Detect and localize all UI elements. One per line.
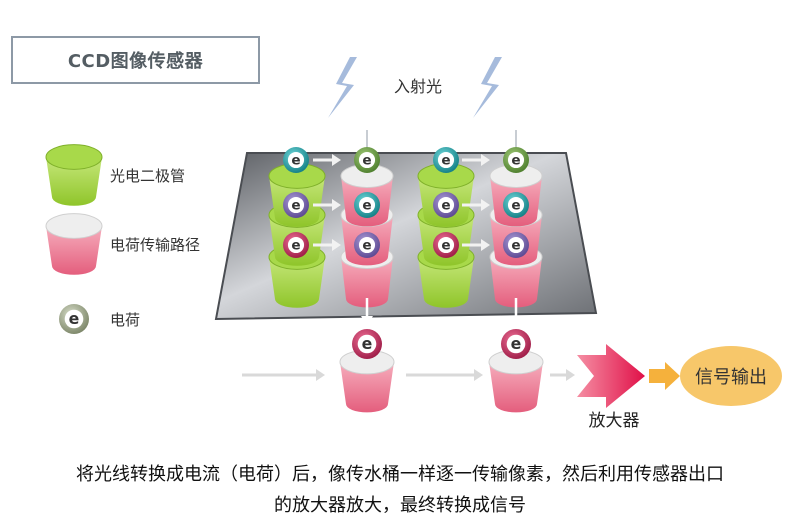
- charge-icon: e: [433, 192, 459, 218]
- svg-text:e: e: [511, 152, 520, 168]
- legend: e: [45, 144, 103, 334]
- svg-text:e: e: [362, 152, 371, 168]
- lightning-right-icon: [473, 57, 502, 118]
- svg-text:e: e: [291, 197, 300, 213]
- charge-icon: e: [283, 232, 309, 258]
- charge-icon: e: [503, 232, 529, 258]
- svg-text:e: e: [441, 152, 450, 168]
- svg-text:e: e: [511, 237, 520, 253]
- charge-icon: e: [501, 329, 531, 359]
- transfer-arrow: [462, 199, 490, 211]
- legend-charge-path-label: 电荷传输路径: [110, 236, 200, 254]
- diagram-title: CCD图像传感器: [67, 51, 204, 72]
- legend-charge-path-icon: [45, 213, 103, 275]
- legend-photodiode-icon: [45, 144, 103, 206]
- svg-text:e: e: [291, 152, 300, 168]
- transfer-down-arrow: [361, 298, 373, 325]
- svg-text:e: e: [441, 237, 450, 253]
- svg-text:e: e: [291, 237, 300, 253]
- charge-icon: e: [354, 232, 380, 258]
- transfer-arrow: [313, 154, 341, 166]
- caption-line-2: 的放大器放大，最终转换成信号: [274, 495, 526, 516]
- transfer-arrows: [313, 154, 522, 325]
- svg-text:e: e: [511, 197, 520, 213]
- amplifier-label: 放大器: [589, 411, 640, 431]
- charge-icon: e: [283, 147, 309, 173]
- legend-charge-icon: e: [59, 304, 89, 334]
- charge-icon: e: [503, 192, 529, 218]
- charge-icon: e: [433, 232, 459, 258]
- transfer-arrow: [462, 239, 490, 251]
- signal-output-bubble: [680, 346, 782, 406]
- title-box: CCD图像传感器: [11, 36, 260, 84]
- charge-icon: e: [352, 329, 382, 359]
- svg-text:e: e: [441, 197, 450, 213]
- register-arrow: [242, 369, 325, 381]
- output-arrow-icon: [649, 362, 680, 390]
- svg-text:e: e: [69, 309, 80, 328]
- transfer-bucket: [489, 164, 543, 227]
- charge-icon: e: [283, 192, 309, 218]
- charge-grid: e e e e e e e e e e e e: [283, 147, 529, 258]
- svg-text:e: e: [362, 334, 373, 353]
- svg-text:e: e: [362, 197, 371, 213]
- charge-icon: e: [354, 147, 380, 173]
- caption-line-1: 将光线转换成电流（电荷）后，像传水桶一样逐一传输像素，然后利用传感器出口: [76, 464, 724, 485]
- register-arrow: [406, 369, 483, 381]
- register-bucket: [339, 349, 395, 413]
- register-arrow: [550, 369, 575, 381]
- legend-charge-label: 电荷: [110, 311, 140, 329]
- svg-text:e: e: [362, 237, 371, 253]
- amplifier-icon: [577, 344, 645, 408]
- register-bucket: [488, 349, 544, 413]
- charge-icon: e: [503, 147, 529, 173]
- charge-icon: e: [354, 192, 380, 218]
- transfer-arrow: [462, 154, 490, 166]
- incident-light-label: 入射光: [394, 77, 442, 96]
- transfer-down-arrow: [510, 298, 522, 325]
- transfer-arrow: [313, 199, 341, 211]
- lightning-left-icon: [328, 57, 357, 118]
- legend-photodiode-label: 光电二极管: [110, 167, 185, 185]
- signal-output-label: 信号输出: [695, 367, 767, 388]
- light-lines: [366, 130, 517, 150]
- transfer-arrow: [313, 239, 341, 251]
- charge-icon: e: [433, 147, 459, 173]
- svg-text:e: e: [511, 334, 522, 353]
